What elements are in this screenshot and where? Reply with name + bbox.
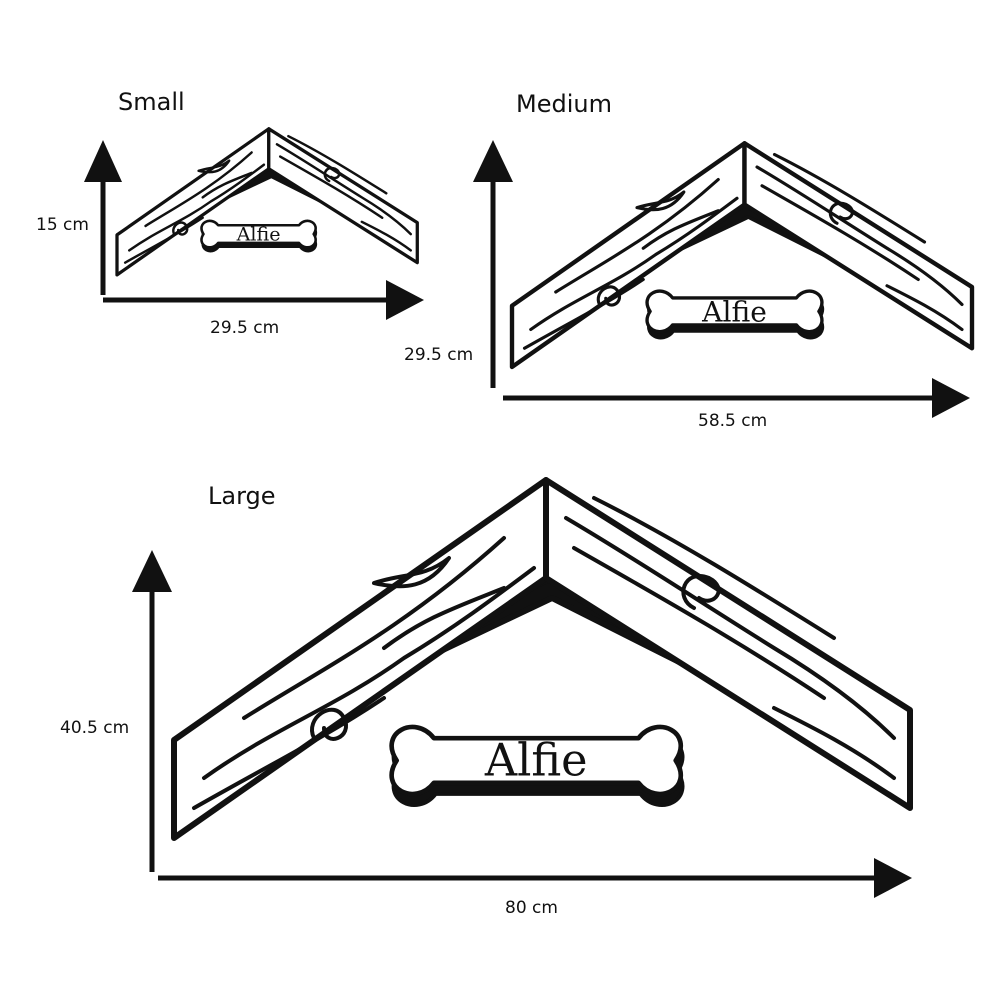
medium-wood-grain [522,152,964,350]
large-width-arrowhead [874,858,912,898]
large-bone-plaque: Alfie [389,724,685,807]
large-bone-shape [389,724,684,797]
large-size-title: Large [208,482,276,510]
medium-bone-shape [645,289,824,334]
small-shelf-left-board [115,127,271,277]
large-width-label: 80 cm [505,898,558,918]
small-bone-name: Alfie [236,223,281,246]
medium-width-label: 58.5 cm [698,411,767,431]
large-bone-name: Alfie [484,734,588,786]
large-wood-grain [192,496,896,810]
large-height-label: 40.5 cm [60,718,129,738]
small-bone-plaque: Alfie [200,219,317,253]
medium-width-arrow [503,378,970,418]
small-height-label: 15 cm [36,215,89,235]
small-wood-grain [123,134,412,264]
large-width-arrow [158,858,912,898]
medium-height-label: 29.5 cm [404,345,473,365]
medium-size-title: Medium [516,90,612,118]
small-bone-shape [200,219,317,249]
small-shelf-group: Small 15 cm 29.5 cm [36,88,424,338]
large-height-arrowhead [132,550,172,592]
medium-width-arrowhead [932,378,970,418]
small-shelf-illustration: Alfie [115,127,419,277]
small-width-arrow [103,280,424,320]
medium-shelf-illustration: Alfie [509,141,975,370]
medium-shelf-group: Medium 29.5 cm 58.5 cm [404,90,975,431]
small-width-label: 29.5 cm [210,318,279,338]
small-size-title: Small [118,88,185,116]
small-height-arrow [84,140,122,295]
large-height-arrow [132,550,172,872]
medium-bone-plaque: Alfie [645,289,824,340]
small-height-arrowhead [84,140,122,182]
medium-bone-name: Alfie [701,296,767,329]
medium-shelf-left-board [509,141,747,370]
medium-height-arrow [473,140,513,388]
medium-height-arrowhead [473,140,513,182]
large-shelf-illustration: Alfie [171,477,913,841]
small-width-arrowhead [386,280,424,320]
large-shelf-group: Large 40.5 cm 80 cm [60,477,913,918]
